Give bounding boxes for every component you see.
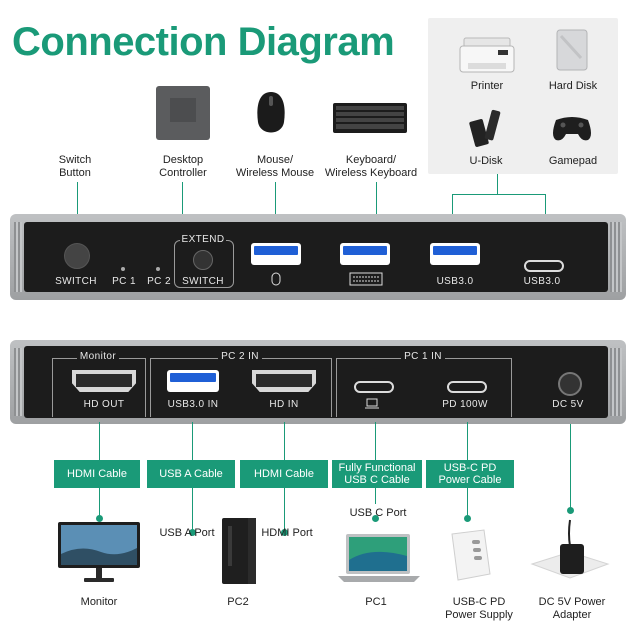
usb-c-cable: Fully Functional USB C Cable [332, 460, 422, 488]
mouse-line [275, 182, 276, 218]
dot-usba-port [189, 529, 196, 536]
line-hdmi2-bottom [284, 488, 285, 533]
front-panel [24, 222, 608, 292]
peripheral-line [497, 174, 498, 194]
usb-a-cable: USB A Cable [147, 460, 235, 488]
usb3-in-port[interactable] [167, 370, 219, 392]
dot-hdmi-port [281, 529, 288, 536]
line-hdmi1-top [99, 422, 100, 460]
usb3-a-text: USB3.0 [436, 276, 474, 287]
back-panel-ridges [610, 348, 622, 416]
switch-text: SWITCH [55, 276, 97, 287]
hd-in-text: HD IN [269, 399, 299, 410]
line-usba-bottom [192, 488, 193, 533]
pc1-text: PC 1 [112, 276, 136, 287]
usb3-c-text: USB3.0 [523, 276, 561, 287]
usb-c-pd-cable: USB-C PD Power Cable [426, 460, 514, 488]
line-hdmi2-top [284, 422, 285, 460]
peripheral-branch-right [545, 194, 546, 216]
power-supply-label: USB-C PD Power Supply [445, 596, 513, 621]
dot-power-supply [464, 515, 471, 522]
usb-a-port-label: USB A Port [159, 527, 215, 539]
line-hdmi1-bottom [99, 488, 100, 518]
switch-button-label: Switch Button [58, 154, 92, 179]
hard-disk-icon [556, 29, 588, 71]
hdmi-in-port[interactable] [252, 370, 316, 392]
gamepad-label: Gamepad [548, 155, 598, 167]
usb-port-c[interactable] [524, 260, 564, 272]
pd-100w-text: PD 100W [442, 399, 488, 410]
mouse-port-icon [271, 272, 281, 286]
extend-switch-text: SWITCH [182, 276, 224, 287]
line-usba-top [192, 422, 193, 460]
hdmi-cable-1: HDMI Cable [54, 460, 140, 488]
pc2-tower-icon [222, 518, 256, 584]
front-panel-ridges [610, 222, 622, 292]
dot-monitor [96, 515, 103, 522]
monitor-icon [58, 522, 140, 582]
power-adapter-icon [530, 519, 610, 579]
printer-label: Printer [470, 80, 504, 92]
pc2-device-label: PC2 [227, 596, 249, 608]
pc1-in-text: PC 1 IN [401, 351, 445, 362]
usb-c-pc1-port[interactable] [354, 381, 394, 393]
usb-port-a[interactable] [430, 243, 480, 265]
gamepad-icon [553, 117, 591, 141]
extend-text: EXTEND [179, 234, 227, 245]
line-usbc-bottom [375, 488, 376, 504]
usb30-in-text: USB3.0 IN [167, 399, 219, 410]
front-panel-ridges-left [14, 222, 22, 292]
desktop-controller-icon [156, 86, 210, 140]
pc2-text: PC 2 [147, 276, 171, 287]
keyboard-port-icon [349, 272, 383, 286]
line-pd-top [467, 422, 468, 460]
usb-port-mouse[interactable] [251, 243, 301, 265]
laptop-icon [338, 534, 420, 582]
mouse-icon [257, 92, 285, 133]
hdmi-port-label: HDMI Port [261, 527, 313, 539]
laptop-port-icon [365, 398, 379, 409]
line-usbc-top [375, 422, 376, 460]
hdmi-out-port[interactable] [72, 370, 136, 392]
power-adapter-label: DC 5V Power Adapter [538, 596, 606, 621]
peripheral-branch [452, 194, 546, 195]
keyboard-line [376, 182, 377, 218]
pc2-led [156, 267, 160, 271]
keyboard-label: Keyboard/ Wireless Keyboard [324, 154, 418, 179]
pc2-in-text: PC 2 IN [218, 351, 262, 362]
peripheral-panel [428, 18, 618, 174]
dot-adapter [567, 507, 574, 514]
controller-line [182, 182, 183, 218]
power-supply-icon [451, 529, 491, 581]
line-pd-bottom [467, 488, 468, 518]
line-dc [570, 424, 571, 510]
hd-out-text: HD OUT [83, 399, 125, 410]
switch-button[interactable] [64, 243, 90, 269]
usb-c-pd-port[interactable] [447, 381, 487, 393]
mouse-label: Mouse/ Wireless Mouse [235, 154, 315, 179]
pc1-led [121, 267, 125, 271]
extend-switch-button[interactable] [193, 250, 213, 270]
pc1-device-label: PC1 [365, 596, 387, 608]
hdmi-cable-2: HDMI Cable [240, 460, 328, 488]
monitor-group-text: Monitor [76, 351, 120, 362]
dc-5v-port[interactable] [558, 372, 582, 396]
usb-c-port-label: USB C Port [349, 507, 407, 519]
desktop-controller-label: Desktop Controller [159, 154, 207, 179]
switch-line [77, 182, 78, 218]
page-title: Connection Diagram [12, 20, 395, 64]
hard-disk-label: Hard Disk [548, 80, 598, 92]
u-disk-icon [469, 109, 501, 147]
back-panel-ridges-left [14, 348, 22, 416]
monitor-device-label: Monitor [80, 596, 118, 608]
printer-icon [459, 37, 515, 73]
usb-port-keyboard[interactable] [340, 243, 390, 265]
peripheral-branch-left [452, 194, 453, 216]
dc-5v-text: DC 5V [552, 399, 584, 410]
dot-usbc-port [372, 515, 379, 522]
keyboard-icon [333, 103, 407, 133]
u-disk-label: U-Disk [469, 155, 503, 167]
